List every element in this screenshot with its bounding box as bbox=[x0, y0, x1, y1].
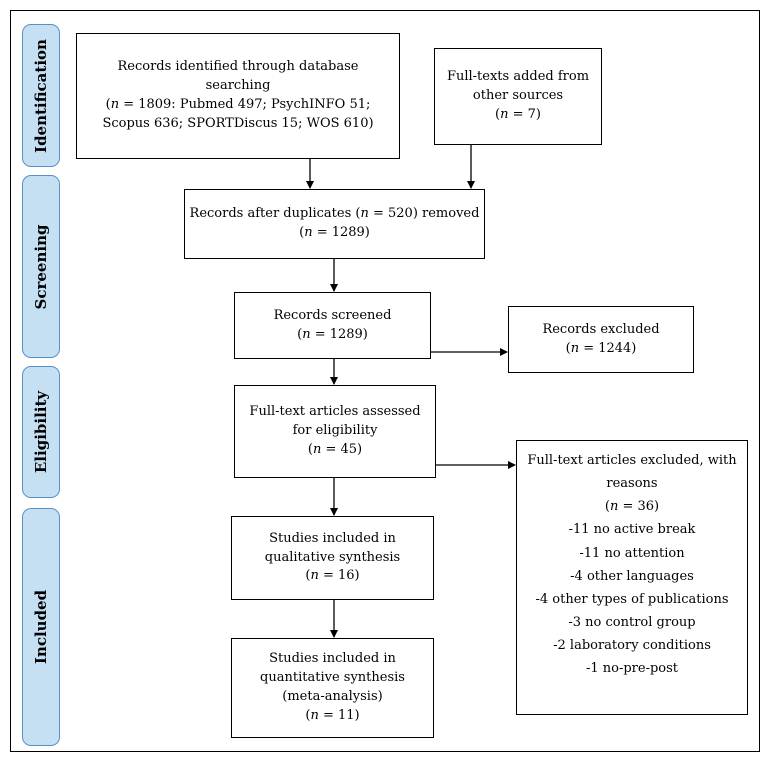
box-text-line: for eligibility bbox=[292, 423, 378, 439]
box-text-line: (n = 1289) bbox=[299, 225, 370, 240]
fulltext-assessed-box: Full-text articles assessed for eligibili… bbox=[234, 385, 436, 478]
box-text-line: quantitative synthesis bbox=[260, 670, 405, 686]
stage-included: Included bbox=[22, 508, 60, 746]
qualitative-synthesis-box: Studies included in qualitative synthesis… bbox=[231, 516, 434, 600]
box-text-line: reasons bbox=[606, 476, 658, 492]
box-text-line: (n = 1289) bbox=[297, 326, 368, 342]
box-text-line: (meta-analysis) bbox=[282, 689, 383, 704]
box-text-line: -3 no control group bbox=[568, 614, 696, 630]
box-text-line: Full-text articles excluded, with bbox=[527, 453, 737, 468]
box-text-line: (n = 11) bbox=[305, 707, 360, 723]
after-duplicates-box: Records after duplicates (n = 520) remov… bbox=[184, 189, 485, 259]
box-text-line: Studies included in bbox=[269, 530, 396, 546]
box-text-line: (n = 1809: Pubmed 497; PsychINFO 51; bbox=[105, 97, 371, 112]
box-text-line: (n = 1244) bbox=[565, 340, 637, 356]
box-text-line: (n = 7) bbox=[495, 106, 541, 122]
box-text-line: Records identified through database bbox=[117, 59, 359, 75]
box-text-line: -1 no-pre-post bbox=[585, 661, 679, 677]
box-text-line: Records screened bbox=[273, 307, 392, 323]
diagram-frame bbox=[10, 10, 760, 752]
box-text-line: qualitative synthesis bbox=[264, 549, 401, 565]
box-text-line: searching bbox=[205, 78, 271, 94]
box-text-line: Full-text articles assessed bbox=[249, 404, 421, 420]
box-text-line: (n = 16) bbox=[305, 568, 360, 584]
records-excluded-box: Records excluded (n = 1244) bbox=[508, 306, 694, 373]
stage-screening: Screening bbox=[22, 175, 60, 358]
box-text-line: -11 no active break bbox=[568, 522, 696, 538]
box-text-line: -11 no attention bbox=[579, 545, 685, 561]
other-sources-box: Full-texts added from other sources (n = 7… bbox=[434, 48, 602, 145]
box-text-line: Scopus 636; SPORTDiscus 15; WOS 610) bbox=[102, 115, 374, 131]
stage-eligibility: Eligibility bbox=[22, 366, 60, 498]
box-text-line: (n = 36) bbox=[604, 499, 660, 515]
records-screened-box: Records screened (n = 1289) bbox=[234, 292, 431, 359]
box-text-line: Full-texts added from bbox=[446, 69, 590, 85]
box-text-line: -4 other types of publications bbox=[535, 591, 729, 607]
box-text-line: (n = 45) bbox=[307, 441, 363, 457]
box-text-line: -4 other languages bbox=[570, 568, 694, 584]
quantitative-synthesis-box: Studies included in quantitative synthesi… bbox=[231, 638, 434, 738]
box-text-line: other sources bbox=[472, 88, 564, 104]
box-text-line: Records excluded bbox=[542, 321, 660, 337]
box-text-line: Studies included in bbox=[269, 651, 396, 667]
database-search-box: Records identified through database searc… bbox=[76, 33, 400, 159]
box-text-line: Records after duplicates (n = 520) remov… bbox=[189, 206, 480, 222]
box-text-line: -2 laboratory conditions bbox=[553, 638, 711, 653]
stage-identification: Identification bbox=[22, 24, 60, 167]
fulltext-excluded-box: Full-text articles excluded, with reasons… bbox=[516, 440, 748, 715]
